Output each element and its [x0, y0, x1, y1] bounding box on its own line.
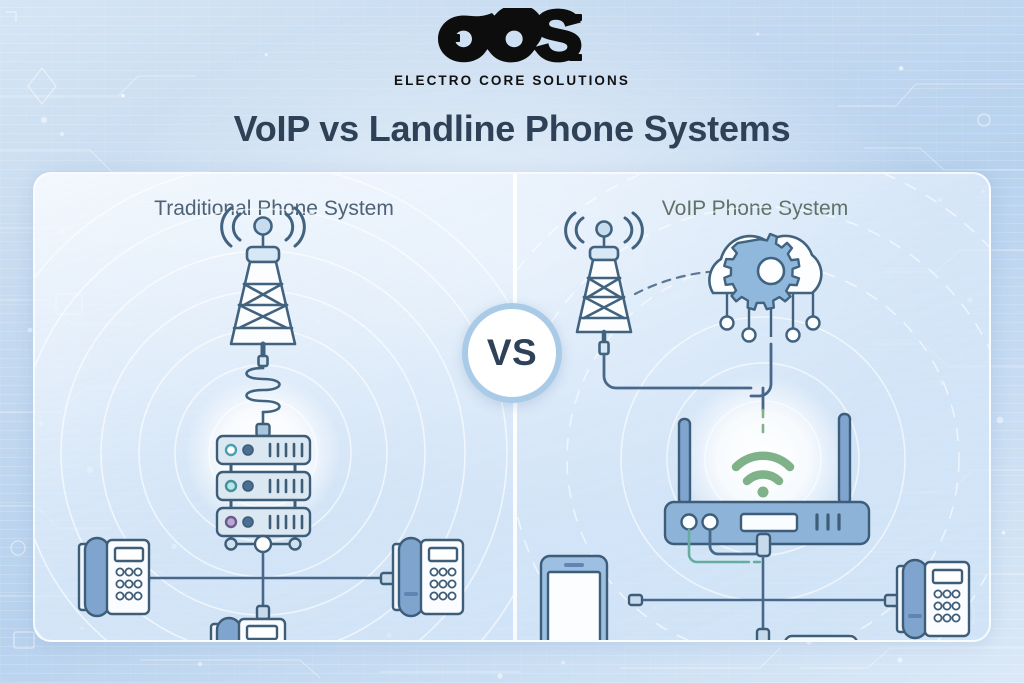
voip-phone-panel: VoIP Phone System — [517, 174, 989, 640]
brand-name: ELECTRO CORE SOLUTIONS — [394, 73, 630, 88]
ip-desk-phone-icon — [883, 558, 971, 640]
desk-phone-right-icon — [379, 536, 465, 618]
wifi-signal-icon — [731, 451, 795, 486]
ecs-infinity-logo-icon — [438, 8, 582, 63]
connection-lines — [634, 554, 895, 638]
vs-label: VS — [486, 332, 538, 373]
voip-panel-title: VoIP Phone System — [661, 197, 849, 220]
traditional-diagram — [35, 174, 513, 640]
brand-logo: ELECTRO CORE SOLUTIONS — [0, 8, 1024, 88]
hub-node-bus — [224, 534, 302, 554]
coiled-cable — [245, 354, 281, 428]
backbone-lines — [602, 342, 773, 412]
wifi-router-icon — [663, 412, 871, 546]
voip-diagram — [517, 174, 989, 640]
smartphone-icon — [539, 554, 644, 640]
panel-divider — [513, 174, 517, 640]
router-connector — [755, 532, 772, 558]
traditional-phone-panel: Traditional Phone System — [35, 174, 513, 640]
desk-phone-left-icon — [77, 536, 151, 618]
server-stack-icon — [215, 422, 312, 538]
connection-lines — [139, 550, 389, 615]
cell-tower-icon — [564, 211, 644, 356]
wifi-dot-icon — [757, 486, 769, 498]
page-title: VoIP vs Landline Phone Systems — [233, 108, 791, 149]
cell-tower-icon — [220, 206, 306, 361]
desk-phone-bottom-icon — [209, 604, 287, 640]
desktop-computer-icon — [755, 627, 858, 640]
cloud-gear-icon — [708, 232, 823, 343]
comparison-board: Traditional Phone System — [33, 172, 991, 642]
vs-badge: VS — [462, 303, 562, 403]
gear-icon — [723, 232, 801, 311]
router-port-cables — [687, 528, 763, 564]
